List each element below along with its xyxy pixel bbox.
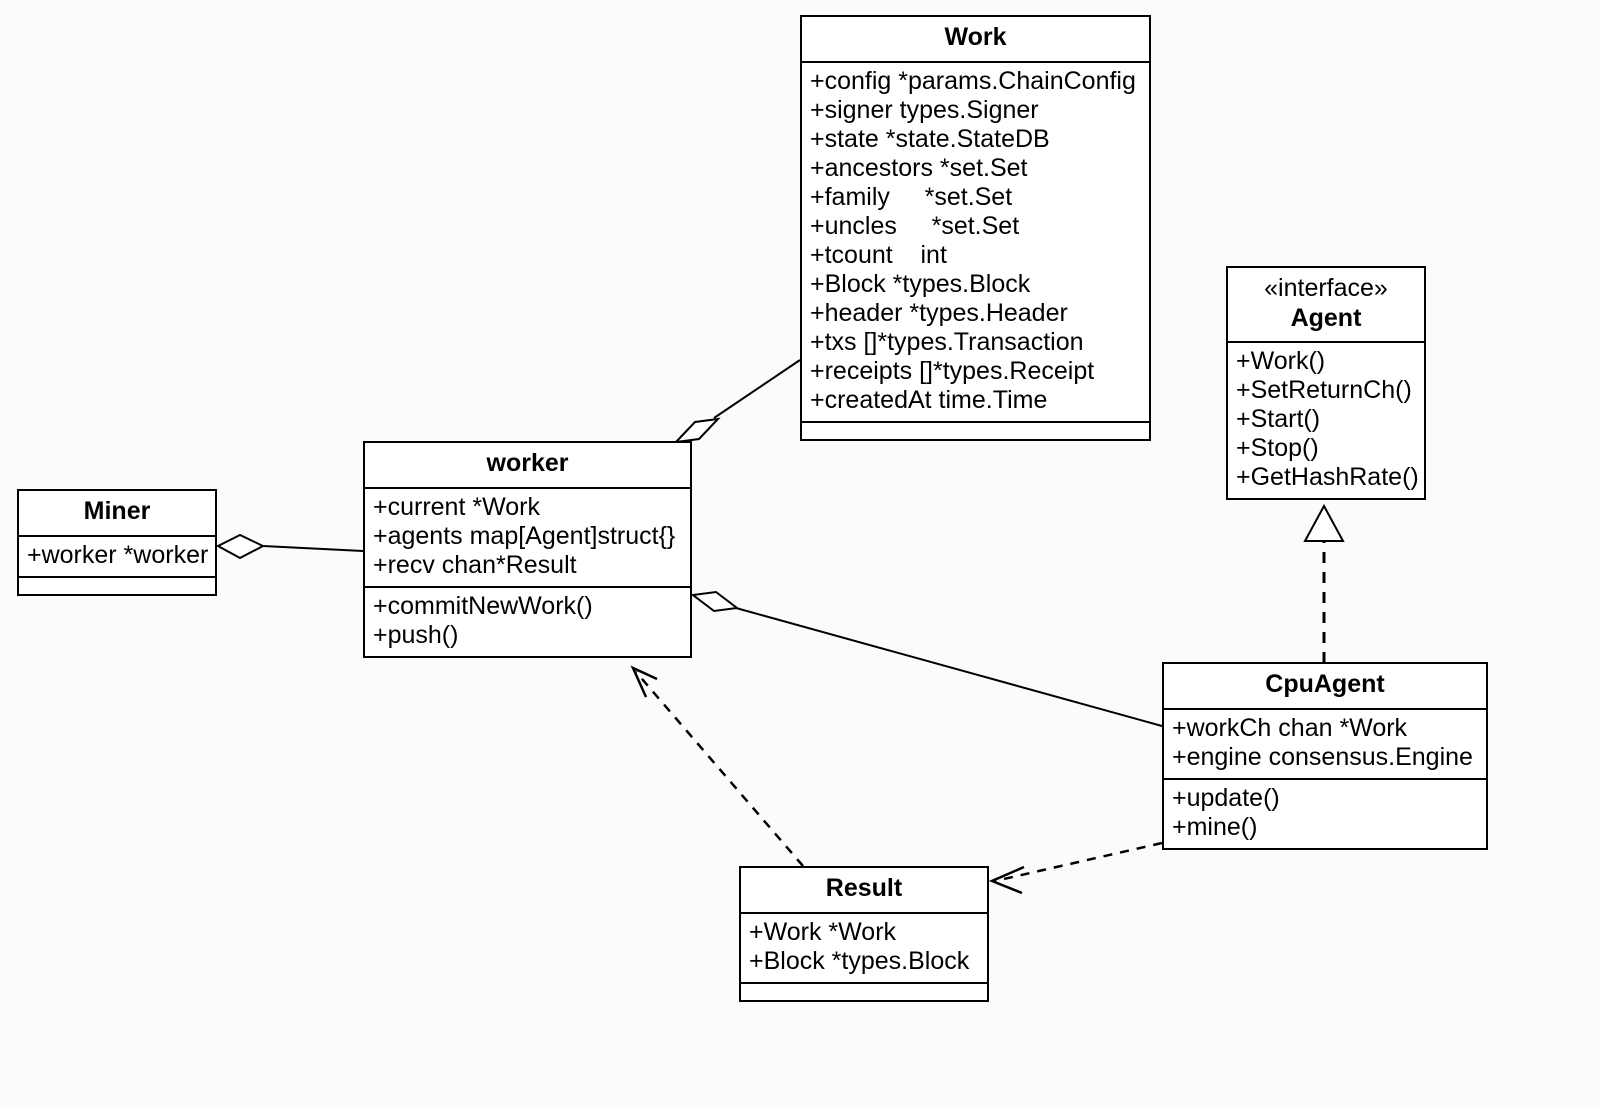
attribute-row: +current *Work: [373, 492, 540, 521]
edge-worker-cpuagent: [690, 590, 1163, 727]
class-name-cpuagent: CpuAgent: [1265, 670, 1385, 698]
class-attributes-result: +Work *Work +Block *types.Block: [741, 914, 987, 982]
class-header-agent: «interface» Agent: [1228, 268, 1424, 343]
class-attributes-miner: +worker *worker: [19, 537, 215, 576]
class-attributes-worker: +current *Work +agents map[Agent]struct{…: [365, 489, 690, 586]
attribute-row: +ancestors *set.Set: [810, 153, 1028, 182]
attribute-row: +engine consensus.Engine: [1172, 742, 1473, 771]
edge-result-worker: [630, 665, 804, 867]
class-name-worker: worker: [486, 449, 569, 477]
class-methods-work: [802, 420, 1149, 439]
attribute-row: +txs []*types.Transaction: [810, 327, 1084, 356]
attribute-row: +receipts []*types.Receipt: [810, 356, 1095, 385]
class-name-result: Result: [825, 874, 903, 902]
hollow-diamond-worker-work: [673, 417, 721, 444]
class-methods-result: [741, 981, 987, 1000]
attribute-row: +agents map[Agent]struct{}: [373, 521, 676, 550]
hollow-diamond-miner: [215, 533, 266, 560]
class-header-cpuagent: CpuAgent: [1164, 664, 1486, 710]
method-row: +Stop(): [1236, 434, 1319, 462]
hollow-triangle-agent: [1303, 503, 1345, 542]
method-row: +SetReturnCh(): [1236, 376, 1412, 404]
class-attributes-work: +config *params.ChainConfig +signer type…: [802, 63, 1149, 421]
stereotype-label-agent: «interface»: [1264, 274, 1388, 302]
class-name-work: Work: [944, 23, 1007, 51]
class-name-miner: Miner: [83, 497, 151, 525]
class-header-miner: Miner: [19, 491, 215, 537]
class-header-work: Work: [802, 17, 1149, 63]
method-row: +mine(): [1172, 812, 1258, 841]
attribute-row: +Work *Work: [749, 917, 897, 946]
edge-worker-work: [673, 359, 801, 444]
class-attributes-cpuagent: +workCh chan *Work +engine consensus.Eng…: [1164, 710, 1486, 778]
attribute-row: +header *types.Header: [810, 298, 1068, 327]
class-box-cpuagent[interactable]: CpuAgent +workCh chan *Work +engine cons…: [1162, 662, 1488, 850]
method-row: +push(): [373, 620, 459, 649]
edge-miner-worker: [215, 533, 364, 560]
attribute-row: +family *set.Set: [810, 182, 1013, 211]
attribute-row: +recv chan*Result: [373, 550, 577, 579]
class-box-agent[interactable]: «interface» Agent +Work() +SetReturnCh()…: [1226, 266, 1426, 500]
method-row: +GetHashRate(): [1236, 463, 1419, 491]
attribute-row: +Block *types.Block: [810, 269, 1031, 298]
attribute-row: +tcount int: [810, 240, 947, 269]
attribute-row: +signer types.Signer: [810, 95, 1039, 124]
open-arrow-result: [988, 865, 1025, 895]
attribute-row: +config *params.ChainConfig: [810, 66, 1136, 95]
attribute-row: +worker *worker: [27, 540, 209, 569]
method-row: +Work(): [1236, 347, 1326, 375]
attribute-row: +Block *types.Block: [749, 946, 970, 975]
class-methods-worker: +commitNewWork() +push(): [365, 585, 690, 656]
class-box-miner[interactable]: Miner +worker *worker: [17, 489, 217, 596]
class-methods-miner: [19, 575, 215, 594]
attribute-row: +createdAt time.Time: [810, 385, 1048, 414]
method-row: +commitNewWork(): [373, 591, 593, 620]
class-box-work[interactable]: Work +config *params.ChainConfig +signer…: [800, 15, 1151, 441]
edge-cpuagent-agent: [1303, 503, 1345, 663]
method-row: +update(): [1172, 783, 1280, 812]
class-header-worker: worker: [365, 443, 690, 489]
class-box-worker[interactable]: worker +current *Work +agents map[Agent]…: [363, 441, 692, 658]
method-row: +Start(): [1236, 405, 1321, 433]
class-methods-cpuagent: +update() +mine(): [1164, 777, 1486, 848]
edge-cpuagent-result: [988, 841, 1163, 895]
class-name-agent: Agent: [1290, 303, 1362, 332]
class-header-result: Result: [741, 868, 987, 914]
open-arrow-worker: [630, 665, 658, 698]
hollow-diamond-worker-cpuagent: [690, 590, 740, 613]
attribute-row: +state *state.StateDB: [810, 124, 1050, 153]
attribute-row: +workCh chan *Work: [1172, 713, 1408, 742]
class-box-result[interactable]: Result +Work *Work +Block *types.Block: [739, 866, 989, 1002]
class-methods-agent: +Work() +SetReturnCh() +Start() +Stop() …: [1228, 343, 1424, 498]
attribute-row: +uncles *set.Set: [810, 211, 1020, 240]
